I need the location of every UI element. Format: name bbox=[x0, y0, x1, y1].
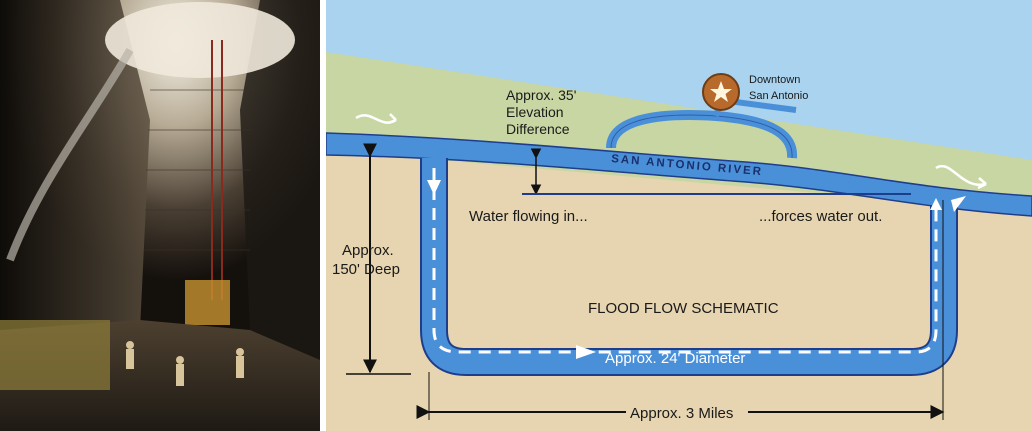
outflow-arrow-icon bbox=[930, 198, 942, 210]
flow-arrow-icon bbox=[576, 345, 596, 359]
elevation-label-line3: Difference bbox=[506, 121, 570, 137]
inflow-arrow-icon bbox=[427, 180, 441, 195]
svg-text:Approx. 150' Deep: Approx. 150' Deep bbox=[332, 242, 400, 278]
flood-flow-schematic-diagram: Approx. 35' Elevation Difference Downtow… bbox=[326, 0, 1032, 431]
elevation-label-line1: Approx. 35' bbox=[506, 87, 576, 103]
downtown-star-icon bbox=[702, 73, 740, 111]
depth-label-line1: Approx. bbox=[342, 242, 394, 259]
flow-path-dashed bbox=[432, 168, 938, 354]
inflow-label: Water flowing in... bbox=[469, 208, 588, 225]
current-arrow-right-icon bbox=[935, 164, 987, 186]
san-antonio-river bbox=[326, 132, 1032, 217]
svg-text:Downtown San Antonio: Downtown San Antonio bbox=[749, 74, 808, 102]
svg-text:Approx. 35' Elevation: Approx. 35' Elevation Difference bbox=[506, 87, 580, 137]
tunnel-shaft-photo bbox=[0, 0, 320, 431]
downtown-label-line2: San Antonio bbox=[749, 90, 808, 102]
elevation-label-line2: Elevation bbox=[506, 104, 564, 120]
downtown-label-line1: Downtown bbox=[749, 74, 800, 86]
schematic-title: FLOOD FLOW SCHEMATIC bbox=[588, 300, 779, 317]
diameter-label: Approx. 24' Diameter bbox=[605, 350, 745, 367]
length-label: Approx. 3 Miles bbox=[630, 405, 733, 422]
exit-arrow-icon bbox=[951, 196, 966, 212]
outflow-label: ...forces water out. bbox=[759, 208, 882, 225]
depth-label-line2: 150' Deep bbox=[332, 261, 400, 278]
